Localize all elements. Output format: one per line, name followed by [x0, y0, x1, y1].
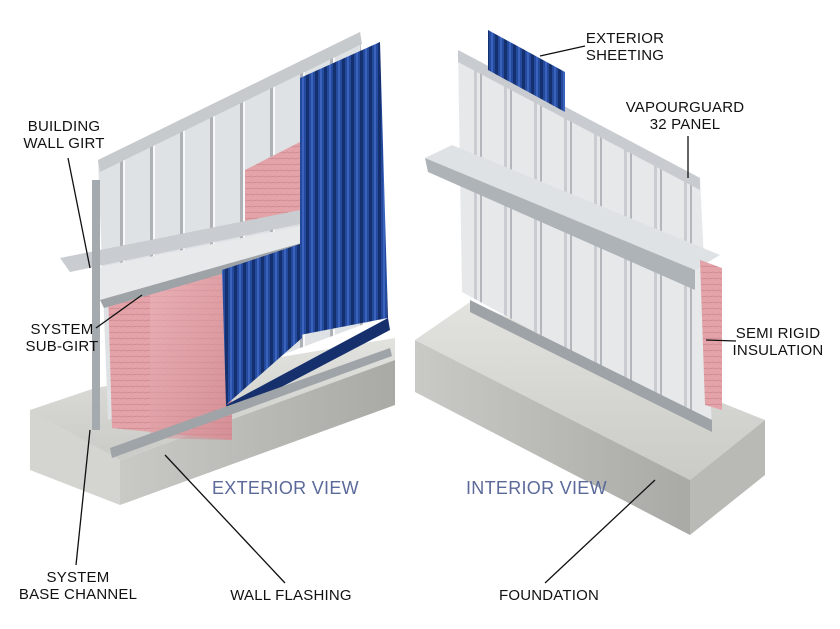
left-vertical-post — [92, 180, 100, 430]
label-foundation: FOUNDATION — [498, 587, 600, 604]
label-building-wall-girt: BUILDING WALL GIRT — [23, 118, 105, 152]
leader-foundation — [544, 479, 656, 584]
interior-view-title: INTERIOR VIEW — [466, 478, 607, 498]
label-wall-flashing: WALL FLASHING — [230, 587, 352, 604]
label-system-sub-girt: SYSTEM SUB-GIRT — [25, 321, 99, 355]
right-girt-shelf-top — [425, 145, 720, 270]
leader-wall-flashing — [164, 454, 286, 584]
label-exterior-sheeting: EXTERIOR SHEETING — [585, 30, 665, 64]
left-blue-lower-sheeting — [222, 244, 302, 405]
wall-flashing-member — [110, 348, 392, 458]
left-steel-liner-top-edge — [98, 32, 362, 172]
label-system-base-channel: SYSTEM BASE CHANNEL — [18, 569, 138, 603]
leader-building-wall-girt — [67, 157, 91, 269]
exterior-view-title: EXTERIOR VIEW — [212, 478, 359, 498]
leader-system-sub-girt — [95, 294, 143, 329]
upper-insulation — [245, 142, 302, 230]
left-foundation-end — [30, 410, 120, 505]
building-wall-girt-member — [60, 210, 310, 272]
leader-semi-rigid-insulation — [705, 339, 737, 342]
interior-view-assembly — [415, 30, 765, 535]
exterior-view-assembly — [30, 32, 395, 505]
right-blue-sheeting — [488, 30, 565, 112]
leader-lines — [67, 45, 737, 584]
right-foundation-top — [415, 302, 765, 480]
label-semi-rigid-insulation: SEMI RIGID INSULATION — [732, 325, 824, 359]
left-blue-upper-sheeting — [300, 42, 388, 335]
label-vapourguard-32-panel: VAPOURGUARD 32 PANEL — [625, 99, 745, 133]
right-foundation-side — [415, 340, 690, 535]
left-blue-bottom-edge — [226, 318, 390, 415]
lower-insulation-shade — [150, 255, 232, 440]
left-foundation-side — [120, 360, 395, 505]
system-sub-girt-shadow — [100, 242, 305, 308]
leader-system-base-channel — [75, 429, 91, 566]
leader-exterior-sheeting — [539, 45, 586, 57]
right-base-channel — [470, 300, 712, 432]
system-sub-girt-member — [95, 225, 305, 300]
right-girt-shelf-face — [425, 158, 695, 290]
right-insulation-edge — [700, 260, 722, 410]
right-foundation-end — [690, 420, 765, 535]
